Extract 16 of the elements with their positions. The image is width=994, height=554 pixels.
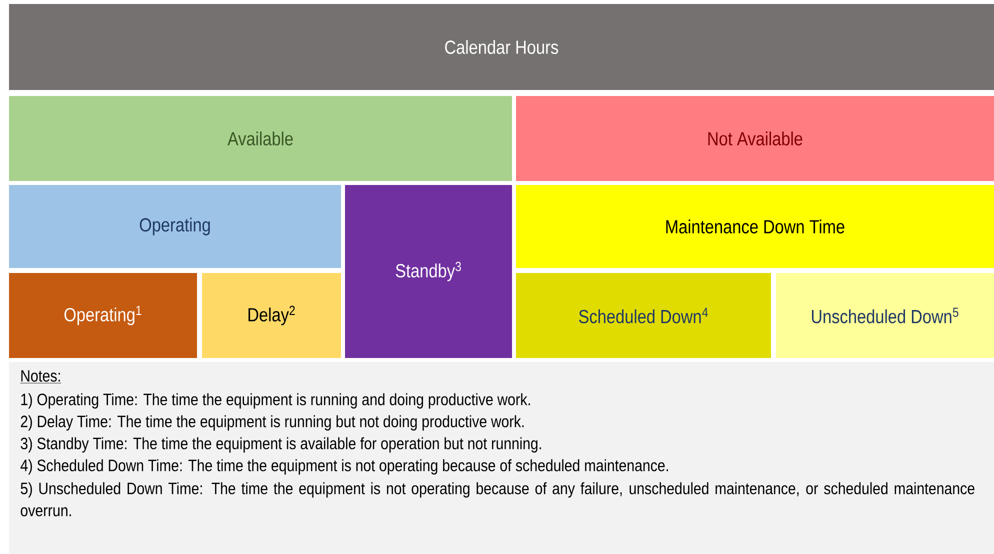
category-box: Maintenance Down Time [516,185,994,268]
note-text: 1) Operating Time: The time the equipment is running and doing productive work. [21,393,530,409]
category-box: Not Available [516,96,994,181]
note-text: 3) Standby Time: The time the equipment is available for operation but not running. [20,437,541,453]
note-text: 4) Scheduled Down Time: The time the equipment is not operating because of scheduled maintenance. [20,459,668,475]
category-box: Delay$^{2}$ [202,273,341,358]
category-box: Operating [9,185,341,268]
category-box: Available [9,96,512,181]
category-box: Scheduled Down$^{4}$ [516,273,771,358]
category-box: Operating$^{1}$ [9,273,197,358]
note-text: 5) Unscheduled Down Time: The time the equipment is not operating because of any failure, unscheduled maintenance, or scheduled maintenance overrun. [20,482,974,516]
category-box: Unscheduled Down$^{5}$ [776,273,994,358]
notes-heading: Notes: [20,370,62,384]
category-band: Calendar Hours [9,4,994,90]
note-text: 2) Delay Time: The time the equipment is running but not doing productive work. [20,415,524,431]
category-box: Standby$^{3}$ [345,185,512,358]
